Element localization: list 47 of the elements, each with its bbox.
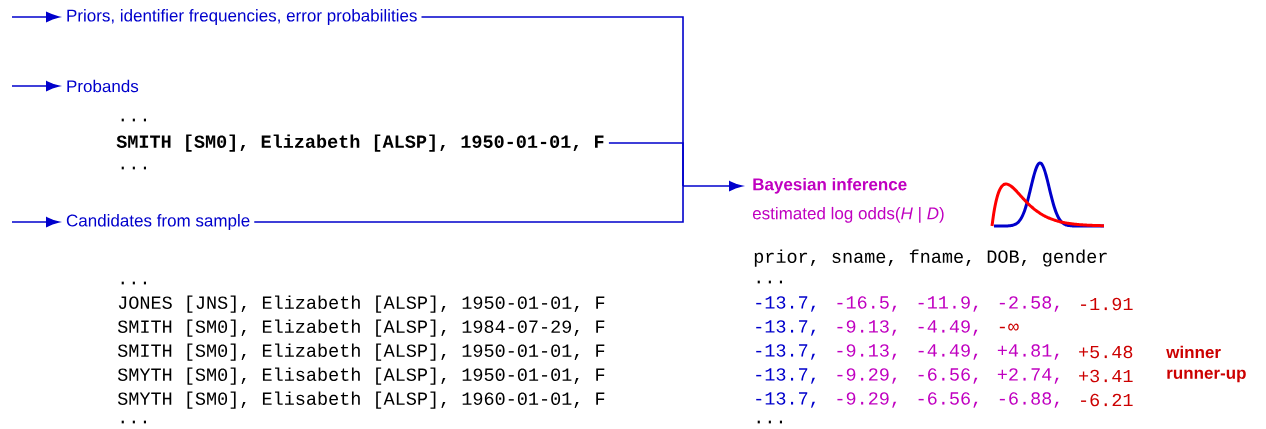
score-value: -13.7, bbox=[756, 392, 815, 408]
arrow bbox=[11, 12, 60, 22]
record-text: JONES [JNS], Elizabeth [ALSP], 1950-01-01, F bbox=[118, 295, 605, 313]
score-value: -13.7, bbox=[756, 296, 815, 312]
score-value: -2.58, bbox=[999, 296, 1059, 312]
result-tag: runner-up bbox=[1167, 369, 1246, 383]
ellipsis: ... bbox=[121, 118, 146, 122]
score-value: -6.88, bbox=[999, 392, 1059, 408]
score-value: -6.56, bbox=[918, 392, 978, 408]
column-header: prior, sname, fname, DOB, gender bbox=[754, 249, 1107, 267]
score-value: -9.13, bbox=[837, 344, 897, 360]
score-value: -6.21 bbox=[1081, 393, 1133, 407]
arrow bbox=[682, 181, 743, 191]
record-text: SMITH [SM0], Elizabeth [ALSP], 1950-01-01, F bbox=[116, 134, 604, 152]
score-value: -16.5, bbox=[837, 296, 897, 312]
result-tag: winner bbox=[1166, 345, 1221, 359]
score-value: +4.81, bbox=[997, 344, 1059, 360]
score-value: -9.29, bbox=[837, 392, 897, 408]
score-value: -4.49, bbox=[918, 320, 978, 336]
score-value: -13.7, bbox=[756, 344, 815, 360]
score-value: +2.74, bbox=[997, 368, 1059, 384]
score-value: -11.9, bbox=[918, 296, 978, 312]
score-value: -9.29, bbox=[837, 368, 897, 384]
score-value: -13.7, bbox=[756, 368, 815, 384]
arrow bbox=[11, 217, 60, 227]
arrow bbox=[11, 81, 60, 91]
input-label: Priors, identifier frequencies, error probabilities bbox=[67, 9, 417, 25]
record-text: SMITH [SM0], Elizabeth [ALSP], 1950-01-01, F bbox=[117, 343, 605, 361]
ellipsis: ... bbox=[121, 281, 146, 285]
score-value: -1.91 bbox=[1081, 297, 1133, 311]
input-label: Candidates from sample bbox=[66, 214, 250, 230]
score-value: -4.49, bbox=[918, 344, 978, 360]
ellipsis: ... bbox=[757, 280, 782, 284]
score-value: +5.48 bbox=[1079, 345, 1133, 359]
score-value: +3.41 bbox=[1079, 369, 1133, 383]
score-value: -6.56, bbox=[918, 368, 978, 384]
record-text: SMITH [SM0], Elizabeth [ALSP], 1984-07-29, F bbox=[117, 319, 605, 337]
ellipsis: ... bbox=[121, 420, 146, 424]
record-text: SMYTH [SM0], Elisabeth [ALSP], 1960-01-01, F bbox=[117, 391, 605, 409]
inference-text: Bayesian inference estimated log odds(H | D) bbox=[752, 177, 944, 223]
score-value: -9.13, bbox=[837, 320, 897, 336]
score-value: -13.7, bbox=[756, 320, 815, 336]
ellipsis: ... bbox=[121, 166, 146, 170]
input-label: Probands bbox=[67, 79, 139, 93]
score-value: -∞ bbox=[999, 323, 1019, 331]
record-text: SMYTH [SM0], Elisabeth [ALSP], 1950-01-01, F bbox=[117, 367, 605, 385]
ellipsis: ... bbox=[757, 420, 782, 424]
